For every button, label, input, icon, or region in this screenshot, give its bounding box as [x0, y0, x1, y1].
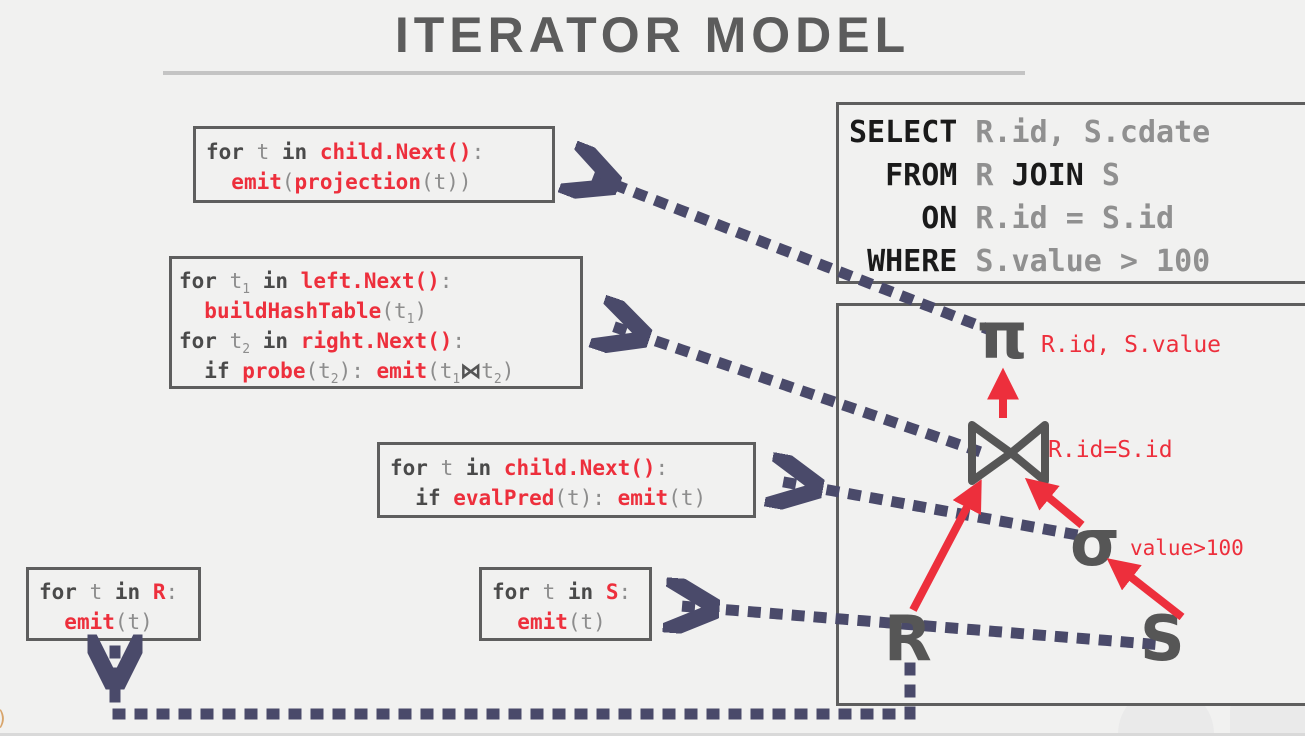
sql-kw-select: SELECT: [849, 115, 958, 150]
sql-rest-select: R.id, S.cdate: [957, 115, 1211, 150]
projection-operator-label: R.id, S.value: [1041, 332, 1222, 358]
sql-kw-where: WHERE: [867, 244, 958, 279]
select-operator-label: value>100: [1130, 536, 1244, 560]
hash-join-code-box: for t1 in left.Next(): buildHashTable(t1…: [169, 256, 583, 389]
sql-rest-from: R: [957, 158, 1012, 193]
seqscan-r-code-box: for t in R: emit(t): [26, 567, 201, 641]
projection-operator-icon: π: [977, 300, 1028, 374]
cut-off-glyph: ): [0, 706, 8, 730]
seqscan-s-code-text: for t in S: emit(t): [492, 580, 632, 634]
projection-code-text: for t in child.Next(): emit(projection(t…: [206, 140, 485, 194]
relation-r-icon: R: [884, 602, 932, 675]
sql-rest-join: S: [1083, 158, 1120, 193]
join-operator-label: R.id=S.id: [1048, 437, 1173, 463]
filter-code-text: for t in child.Next(): if evalPred(t): e…: [390, 456, 707, 510]
relation-s-icon: S: [1140, 602, 1185, 675]
hash-join-code-text: for t1 in left.Next(): buildHashTable(t1…: [179, 269, 515, 388]
sql-kw-from: FROM: [885, 158, 958, 193]
sql-rest-where: S.value > 100: [957, 244, 1211, 279]
projection-code-box: for t in child.Next(): emit(projection(t…: [193, 126, 555, 203]
seqscan-s-code-box: for t in S: emit(t): [479, 567, 652, 641]
bottom-divider: [0, 733, 1305, 736]
sql-kw-on: ON: [921, 201, 958, 236]
title-divider: [163, 71, 1025, 75]
sql-query-box: SELECT R.id, S.cdate FROM R JOIN S ON R.…: [836, 102, 1305, 284]
page-title: ITERATOR MODEL: [394, 7, 911, 63]
sql-query-text: SELECT R.id, S.cdate FROM R JOIN S ON R.…: [839, 105, 1305, 283]
select-operator-icon: σ: [1070, 507, 1120, 581]
seqscan-r-code-text: for t in R: emit(t): [39, 580, 179, 634]
sql-kw-join: JOIN: [1011, 158, 1084, 193]
sql-rest-on: R.id = S.id: [957, 201, 1175, 236]
filter-code-box: for t in child.Next(): if evalPred(t): e…: [377, 442, 756, 518]
link-seqscan-r: [115, 650, 916, 720]
